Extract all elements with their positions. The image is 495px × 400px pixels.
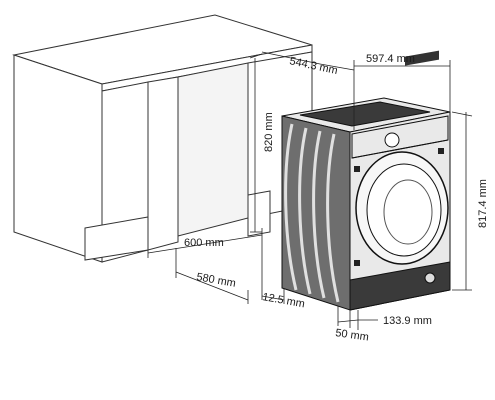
program-knob-icon xyxy=(384,132,400,148)
kitchen-cabinet xyxy=(12,14,313,263)
machine-top-recess xyxy=(299,101,431,127)
label-machine-width: 597.4 mm xyxy=(366,53,415,65)
cabinet-door-2 xyxy=(147,76,179,251)
cabinet-plinth-right xyxy=(247,190,271,237)
label-machine-height: 817.4 mm xyxy=(477,179,489,228)
cabinet-dimension-lines xyxy=(147,51,355,304)
label-cabinet-depth: 600 mm xyxy=(184,237,224,249)
display-panel xyxy=(405,50,439,66)
label-cabinet-height: 820 mm xyxy=(263,112,275,152)
filter-cap-icon xyxy=(424,272,436,284)
drum-icon xyxy=(383,179,433,245)
label-clearance-depth: 580 mm xyxy=(195,271,236,290)
washing-machine xyxy=(281,50,451,311)
door-glass xyxy=(366,163,442,257)
label-plinth-height: 133.9 mm xyxy=(383,315,432,327)
cabinet-recess-back xyxy=(177,62,249,237)
machine-dimension-lines xyxy=(337,60,473,330)
label-plinth-setback: 50 mm xyxy=(335,327,370,344)
machine-plinth xyxy=(349,261,451,311)
